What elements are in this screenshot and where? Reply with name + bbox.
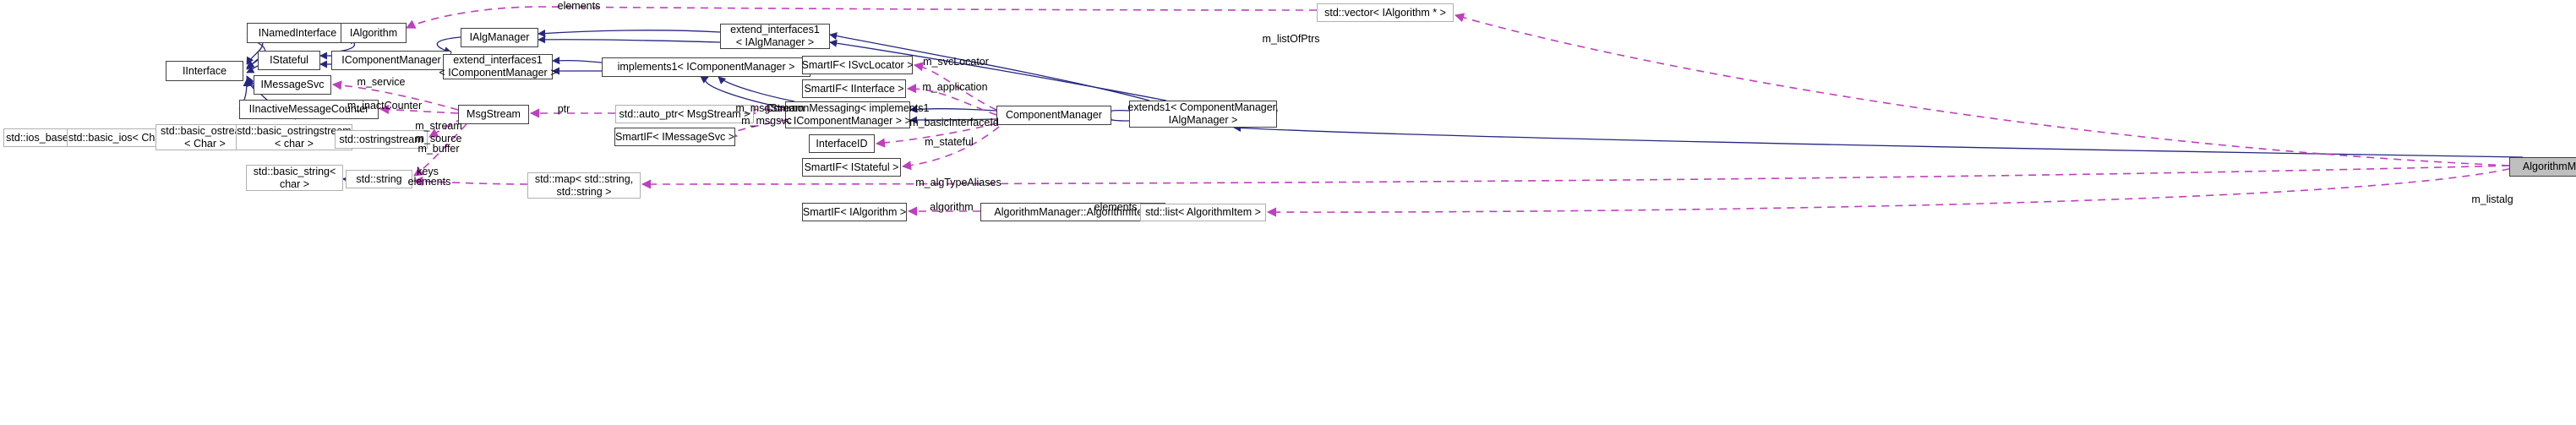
class-node-ialgorithm[interactable]: IAlgorithm bbox=[341, 23, 407, 43]
edge-label-m_msgsvc: m_msgsvc bbox=[741, 115, 792, 127]
edge-label-m_service: m_service bbox=[357, 76, 406, 88]
edge-label-m_inactCounter: m_inactCounter bbox=[347, 100, 423, 112]
class-node-list_algorithmitem[interactable]: std::list< AlgorithmItem > bbox=[1140, 204, 1266, 221]
class-node-algmgr_algorithmitem[interactable]: AlgorithmManager::AlgorithmItem bbox=[980, 203, 1165, 221]
class-node-smartif_istateful[interactable]: SmartIF< IStateful > bbox=[802, 158, 901, 177]
edge-label-algorithm: algorithm bbox=[930, 201, 974, 213]
class-node-interfaceid[interactable]: InterfaceID bbox=[809, 134, 875, 153]
class-node-commonmessaging[interactable]: CommonMessaging< implements1 < IComponen… bbox=[766, 101, 930, 128]
edge-label-m_listalg: m_listalg bbox=[2471, 193, 2513, 205]
class-node-componentmanager[interactable]: ComponentManager bbox=[996, 106, 1111, 125]
edge-label-m_svcLocator: m_svcLocator bbox=[923, 56, 989, 68]
class-node-iinterface[interactable]: IInterface bbox=[166, 61, 243, 81]
class-node-smartif_imessagesvc[interactable]: SmartIF< IMessageSvc > bbox=[614, 128, 735, 146]
class-node-smartif_ialgorithm[interactable]: SmartIF< IAlgorithm > bbox=[802, 203, 907, 221]
class-node-string[interactable]: std::string bbox=[346, 170, 412, 188]
class-node-basic_ostringstream[interactable]: std::basic_ostringstream < char > bbox=[236, 124, 352, 150]
class-node-ostringstream[interactable]: std::ostringstream bbox=[335, 130, 428, 149]
edge-label-m_stream: m_stream bbox=[415, 120, 462, 132]
class-node-imessagesvc[interactable]: IMessageSvc bbox=[254, 75, 331, 95]
class-node-impl_icm[interactable]: implements1< IComponentManager > bbox=[602, 57, 810, 77]
class-node-smartif_iinterface[interactable]: SmartIF< IInterface > bbox=[802, 79, 906, 98]
class-node-istateful[interactable]: IStateful bbox=[258, 51, 320, 70]
class-node-ios_base[interactable]: std::ios_base bbox=[3, 128, 71, 147]
class-node-vec_ialgorithm[interactable]: std::vector< IAlgorithm * > bbox=[1317, 3, 1454, 22]
edge-label-ptr: ptr bbox=[557, 103, 570, 115]
class-node-ialgmanager[interactable]: IAlgManager bbox=[461, 28, 538, 47]
edge-label-m_listOfPtrs: m_listOfPtrs bbox=[1262, 33, 1320, 45]
edge-label-elements_mid: elements bbox=[407, 176, 451, 188]
class-node-basic_string[interactable]: std::basic_string< char > bbox=[246, 165, 343, 191]
edge-label-m_application: m_application bbox=[922, 81, 988, 93]
class-node-smartif_isvclocator[interactable]: SmartIF< ISvcLocator > bbox=[802, 56, 914, 74]
class-node-ext_icm[interactable]: extend_interfaces1 < IComponentManager > bbox=[439, 54, 557, 79]
class-node-inamedinterface[interactable]: INamedInterface bbox=[247, 23, 348, 43]
edge-label-m_stateful: m_stateful bbox=[925, 136, 974, 148]
class-node-msgstream[interactable]: MsgStream bbox=[458, 105, 529, 124]
edge-label-m_msgStream: m_msgStream bbox=[735, 102, 805, 114]
class-node-autoptr_msgstream[interactable]: std::auto_ptr< MsgStream > bbox=[615, 105, 754, 123]
class-node-icomponentmanager[interactable]: IComponentManager bbox=[331, 51, 451, 70]
edge-label-m_algTypeAliases: m_algTypeAliases bbox=[915, 177, 1001, 188]
edge-label-elements_right: elements bbox=[1094, 201, 1138, 213]
edge-label-m_buffer: m_buffer bbox=[418, 143, 460, 155]
edge-label-elements_top: elements bbox=[557, 0, 601, 12]
edge-label-m_basicInterfaceId: m_basicInterfaceId bbox=[909, 117, 999, 128]
class-node-ext_ialgmgr[interactable]: extend_interfaces1 < IAlgManager > bbox=[720, 24, 830, 49]
class-node-algorithmmanager[interactable]: AlgorithmManager bbox=[2509, 157, 2576, 177]
class-node-map_string_string[interactable]: std::map< std::string, std::string > bbox=[527, 172, 641, 199]
class-node-extends1_cm[interactable]: extends1< ComponentManager, IAlgManager … bbox=[1127, 101, 1279, 128]
